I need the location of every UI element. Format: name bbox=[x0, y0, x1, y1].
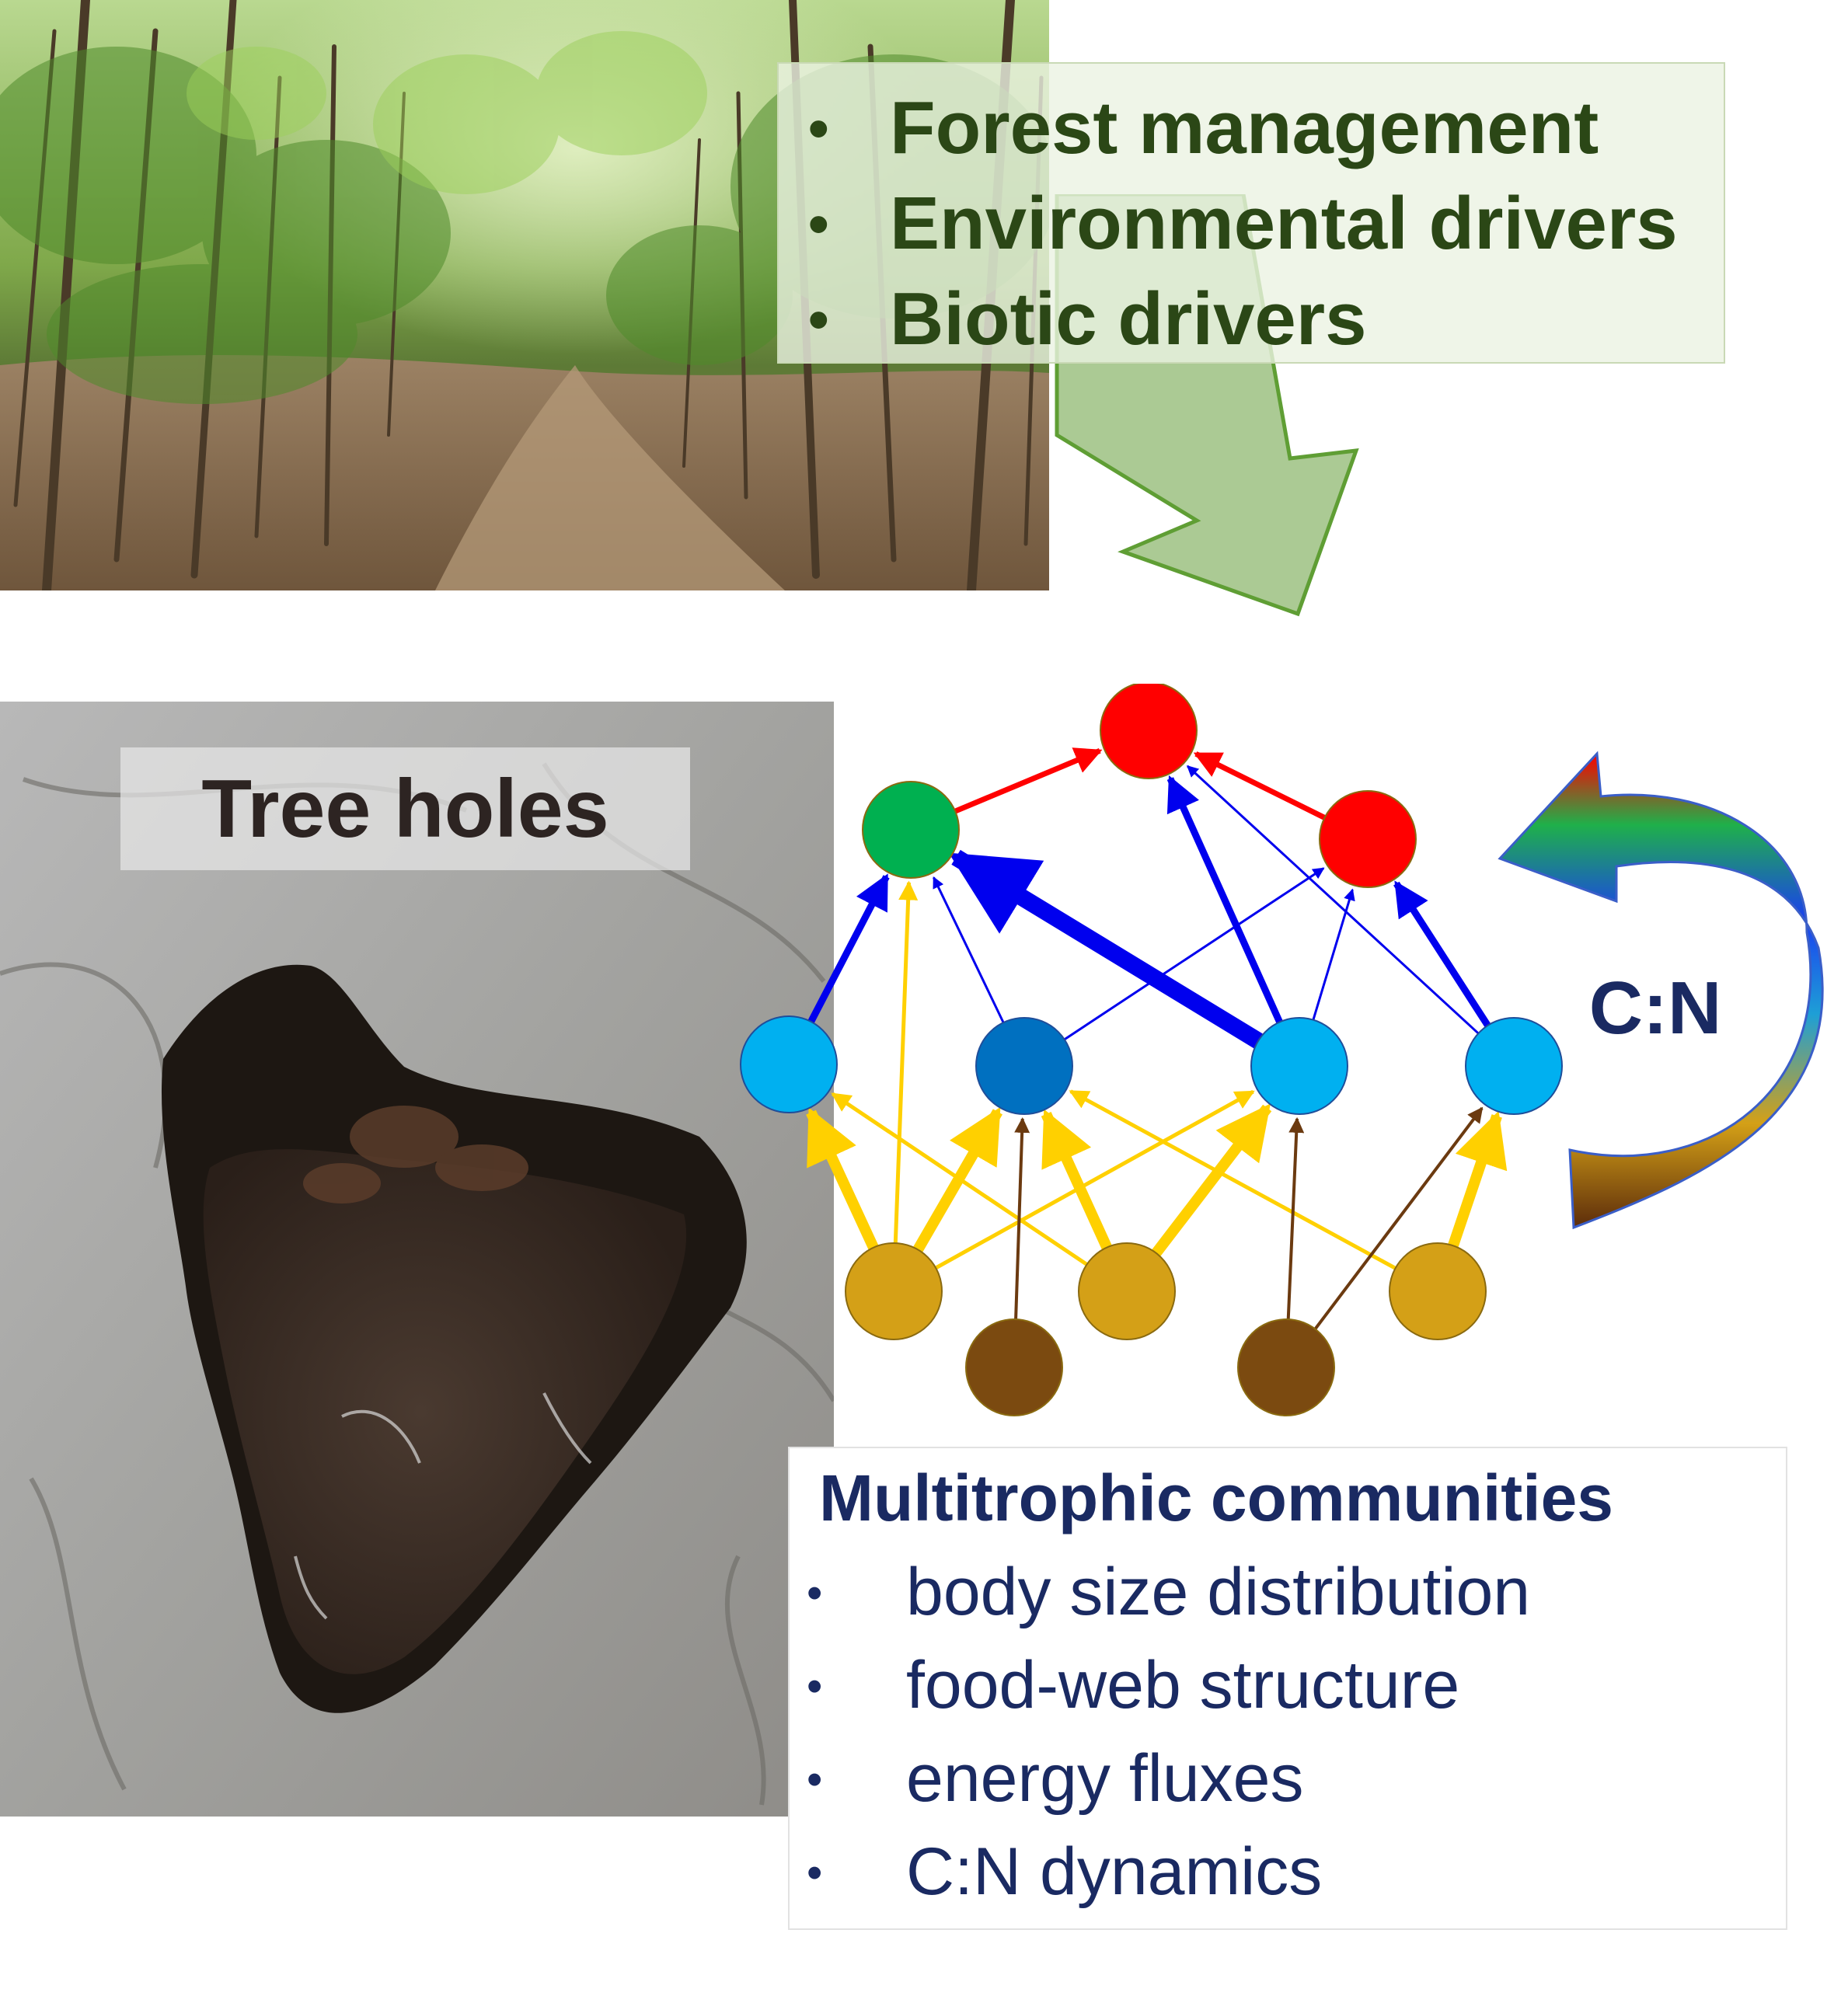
food-web-link-predation bbox=[807, 873, 890, 1024]
food-web-link-resource bbox=[806, 1107, 879, 1250]
food-web-link-resource bbox=[1448, 1110, 1508, 1248]
food-web-link-predation bbox=[1186, 765, 1480, 1035]
multitrophic-item: •body size distribution bbox=[807, 1546, 1530, 1639]
bullet-icon: • bbox=[808, 287, 829, 353]
multitrophic-box: Multitrophic communities •body size dist… bbox=[788, 1447, 1787, 1930]
food-web-link-resource bbox=[831, 1092, 1088, 1266]
multitrophic-title: Multitrophic communities bbox=[819, 1461, 1614, 1534]
food-web-link-resource bbox=[1152, 1103, 1272, 1257]
drivers-item: •Environmental drivers bbox=[808, 176, 1724, 272]
multitrophic-item: •C:N dynamics bbox=[807, 1826, 1530, 1919]
food-web-link-resource bbox=[913, 1106, 1002, 1252]
food-web-node-detritus bbox=[965, 1318, 1063, 1416]
tree-holes-label-box: Tree holes bbox=[120, 747, 690, 870]
food-web-link-resource bbox=[893, 880, 919, 1244]
food-web-link-top bbox=[1193, 751, 1327, 820]
multitrophic-item: •energy fluxes bbox=[807, 1733, 1530, 1826]
food-web-link-resource bbox=[1069, 1089, 1396, 1270]
food-web-link-predation bbox=[1393, 880, 1491, 1028]
food-web-diagram: C:N bbox=[740, 684, 1824, 1416]
drivers-list: •Forest management •Environmental driver… bbox=[779, 64, 1724, 367]
bullet-icon: • bbox=[808, 96, 829, 162]
tree-hole-photo bbox=[0, 702, 834, 1817]
food-web-link-detritus bbox=[1014, 1116, 1030, 1320]
bullet-icon: • bbox=[807, 1568, 823, 1618]
bullet-icon: • bbox=[807, 1754, 823, 1805]
food-web-link-predation bbox=[948, 849, 1263, 1049]
food-web-node-resource bbox=[1078, 1242, 1176, 1340]
food-web-link-predation bbox=[933, 876, 1005, 1023]
multitrophic-list: •body size distribution •food-web struct… bbox=[807, 1546, 1530, 1919]
food-web-link-resource bbox=[934, 1089, 1255, 1270]
cn-label: C:N bbox=[1589, 967, 1722, 1050]
bullet-icon: • bbox=[807, 1661, 823, 1712]
tree-holes-label: Tree holes bbox=[201, 763, 609, 855]
food-web-link-predation bbox=[1312, 888, 1355, 1021]
cn-cycle-arrow bbox=[1498, 751, 1824, 1230]
food-web-link-detritus bbox=[1313, 1106, 1484, 1330]
food-web-link-detritus bbox=[1286, 1116, 1305, 1320]
bullet-icon: • bbox=[807, 1848, 823, 1898]
food-web-node-omnivore bbox=[862, 781, 960, 879]
food-web-node-top-predator bbox=[1319, 790, 1417, 888]
food-web-link-top bbox=[954, 747, 1103, 814]
multitrophic-item: •food-web structure bbox=[807, 1639, 1530, 1733]
food-web-node-resource bbox=[1389, 1242, 1487, 1340]
food-web-node-consumer bbox=[1250, 1017, 1348, 1115]
drivers-item: •Forest management bbox=[808, 81, 1724, 176]
food-web-link-predation bbox=[1063, 867, 1325, 1041]
food-web-node-top-predator bbox=[1100, 684, 1198, 779]
food-web-node-consumer bbox=[740, 1015, 838, 1113]
food-web-link-predation bbox=[1166, 775, 1283, 1024]
food-web-node-resource bbox=[845, 1242, 943, 1340]
food-web-node-consumer-dark bbox=[975, 1017, 1073, 1115]
bullet-icon: • bbox=[808, 191, 829, 257]
food-web-node-detritus bbox=[1237, 1318, 1335, 1416]
food-web-link-resource bbox=[1041, 1109, 1112, 1250]
drivers-box: •Forest management •Environmental driver… bbox=[777, 62, 1725, 364]
drivers-item: •Biotic drivers bbox=[808, 272, 1724, 367]
food-web-node-consumer bbox=[1465, 1017, 1563, 1115]
